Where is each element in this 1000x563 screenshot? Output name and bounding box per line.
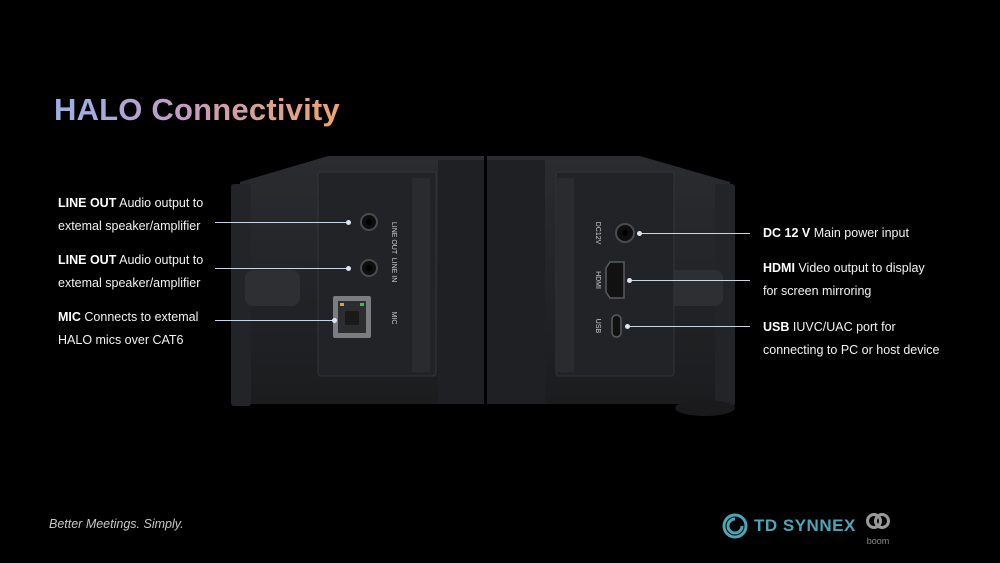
- boom-icon: [866, 513, 890, 529]
- callout-line-out-1: LINE OUT Audio output to extemal speaker…: [58, 192, 203, 238]
- boom-logo: boom: [861, 512, 895, 546]
- leader-line: [640, 233, 750, 234]
- port-label-line-in: LINE IN: [390, 258, 397, 283]
- callout-text: Audio output to: [116, 196, 204, 210]
- callout-text: extemal speaker/amplifier: [58, 276, 201, 290]
- tagline: Better Meetings. Simply.: [49, 517, 184, 531]
- port-label-line-out: LINE OUT: [390, 222, 397, 255]
- left-module: [231, 156, 484, 406]
- callout-text: for screen mirroring: [763, 284, 872, 298]
- callout-bold: USB: [763, 320, 790, 334]
- callout-usb: USB IUVC/UAC port for connecting to PC o…: [763, 316, 940, 362]
- td-synnex-icon: [722, 513, 748, 539]
- callout-hdmi: HDMI Video output to display for screen …: [763, 257, 925, 303]
- page-title: HALO Connectivity: [54, 92, 340, 127]
- td-synnex-logo: TD SYNNEX: [722, 512, 856, 540]
- callout-text: Connects to extemal: [80, 310, 199, 324]
- leader-line: [630, 280, 750, 281]
- partner-name: TD SYNNEX: [754, 516, 856, 535]
- port-label-dc: DC12V: [594, 222, 601, 245]
- callout-mic: MIC Connects to extemal HALO mics over C…: [58, 306, 198, 352]
- callout-text: IUVC/UAC port for: [789, 320, 896, 334]
- leader-dot: [346, 220, 351, 225]
- leader-dot: [625, 324, 630, 329]
- callout-text: connecting to PC or host device: [763, 343, 940, 357]
- line-out-jack: [360, 213, 378, 231]
- port-label-hdmi: HDMI: [594, 271, 601, 289]
- callout-text: Video output to display: [794, 261, 925, 275]
- port-label-usb: USB: [594, 319, 601, 334]
- callout-bold: LINE OUT: [58, 253, 117, 267]
- right-module: [487, 156, 735, 416]
- brand-name: boom: [866, 536, 890, 546]
- leader-line: [628, 326, 750, 327]
- leader-dot: [346, 266, 351, 271]
- callout-dc: DC 12 V Main power input: [763, 222, 909, 245]
- leader-line: [215, 320, 335, 321]
- leader-line: [215, 268, 349, 269]
- usb-c-port: [611, 314, 622, 338]
- leader-dot: [332, 318, 337, 323]
- port-label-mic: MIC: [390, 312, 397, 325]
- hdmi-port: [605, 261, 625, 299]
- line-in-jack: [360, 259, 378, 277]
- callout-text: Audio output to: [116, 253, 204, 267]
- dc-jack: [615, 223, 635, 243]
- leader-line: [215, 222, 349, 223]
- callout-text: Main power input: [810, 226, 909, 240]
- rj45-port: [333, 296, 371, 338]
- callout-bold: DC 12 V: [763, 226, 811, 240]
- callout-bold: HDMI: [763, 261, 795, 275]
- callout-line-out-2: LINE OUT Audio output to extemal speaker…: [58, 249, 203, 295]
- leader-dot: [637, 231, 642, 236]
- callout-bold: MIC: [58, 310, 81, 324]
- callout-text: HALO mics over CAT6: [58, 333, 184, 347]
- callout-bold: LINE OUT: [58, 196, 117, 210]
- leader-dot: [627, 278, 632, 283]
- callout-text: extemal speaker/amplifier: [58, 219, 201, 233]
